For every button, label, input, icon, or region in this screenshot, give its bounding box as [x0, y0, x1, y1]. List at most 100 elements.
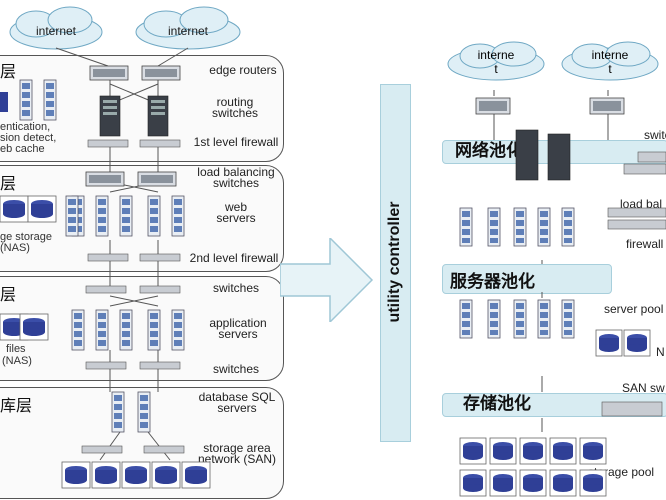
right-internet-label-1: interne t — [477, 48, 515, 76]
switch-device — [637, 151, 666, 163]
san-disk — [91, 461, 121, 489]
files-disk — [19, 313, 49, 341]
app-server — [119, 309, 133, 351]
layer-label-2: 层 — [0, 176, 17, 193]
switch — [139, 361, 181, 370]
web-server — [119, 195, 133, 237]
web-servers-label: web servers — [216, 200, 256, 225]
storage-disk — [459, 469, 487, 497]
layer-label-4: 库层 — [0, 398, 33, 415]
security-text-1: entication, — [0, 121, 51, 133]
pool-server — [459, 299, 473, 339]
load-balancer — [85, 171, 125, 187]
pool-server — [537, 207, 551, 247]
right-internet-label-2: interne t — [591, 48, 629, 76]
internet-label-1: internet — [35, 24, 77, 38]
db-server — [111, 391, 125, 433]
right-internet-clouds — [447, 41, 659, 81]
application-servers-label: application servers — [209, 316, 267, 341]
nas-disk — [27, 195, 57, 223]
first-firewall-label: 1st level firewall — [193, 135, 279, 149]
load-balancer-label: load bal — [620, 197, 663, 211]
nas-text: N — [656, 345, 665, 359]
storage-text-1: ge storage — [0, 231, 52, 243]
firewall — [87, 139, 129, 148]
right-connection-lines — [493, 90, 609, 432]
cloud-icon — [561, 41, 659, 81]
firewall-device — [607, 207, 666, 218]
nas-server — [65, 195, 79, 237]
left-internet-clouds — [9, 6, 241, 50]
nas-disk — [0, 195, 29, 223]
san-switch — [143, 445, 185, 454]
san-switch-text: SAN sw — [622, 381, 665, 395]
layer-label-3: 层 — [0, 287, 17, 304]
switch — [139, 285, 181, 294]
nas-disk — [623, 329, 651, 357]
db-server — [137, 391, 151, 433]
pool-server — [487, 207, 501, 247]
san-disk — [181, 461, 211, 489]
switch-device — [623, 163, 666, 175]
firewall-label: firewall — [626, 237, 664, 251]
routing-switch — [147, 95, 169, 137]
storage-disk — [579, 469, 607, 497]
security-server — [43, 79, 57, 121]
switches-bottom-label: switches — [212, 362, 259, 376]
second-firewall-label: 2nd level firewall — [189, 251, 279, 265]
security-server — [19, 79, 33, 121]
edge-router — [89, 65, 129, 81]
load-balancing-label: load balancing switches — [197, 165, 275, 190]
switch — [85, 361, 127, 370]
storage-disk — [519, 469, 547, 497]
left-devices — [0, 47, 211, 489]
storage-text-2: (NAS) — [0, 242, 30, 254]
files-text-2: (NAS) — [2, 355, 32, 367]
web-server — [95, 195, 109, 237]
firewall — [87, 253, 129, 262]
utility-controller-bar — [380, 84, 411, 442]
storage-disk — [489, 437, 517, 465]
switch — [85, 285, 127, 294]
app-server — [71, 309, 85, 351]
app-server — [171, 309, 185, 351]
cloud-icon — [447, 41, 545, 81]
network-tower — [547, 133, 571, 181]
network-pool-label: 网络池化 — [455, 141, 523, 161]
files-text-1: files — [6, 343, 26, 355]
routing-switch — [99, 95, 121, 137]
right-devices — [459, 90, 666, 497]
internet-router — [589, 97, 625, 115]
pool-server — [513, 207, 527, 247]
layer-label-1: 层 — [0, 64, 17, 81]
pool-server — [537, 299, 551, 339]
pool-server — [459, 207, 473, 247]
storage-disk — [579, 437, 607, 465]
web-server — [171, 195, 185, 237]
san-label: storage area network (SAN) — [197, 441, 277, 466]
switch-label: switc — [644, 128, 666, 142]
switches-top-label: switches — [212, 281, 259, 295]
san-switch — [81, 445, 123, 454]
server-pool-text: server pool — [604, 302, 664, 316]
san-disk — [61, 461, 91, 489]
utility-controller-label: utility controller — [385, 201, 403, 323]
app-server — [95, 309, 109, 351]
pool-server — [487, 299, 501, 339]
network-tower — [515, 129, 539, 181]
edge-router — [141, 65, 181, 81]
storage-disk — [489, 469, 517, 497]
san-switch-device — [601, 401, 663, 417]
database-label: database SQL servers — [198, 390, 276, 415]
san-disk — [121, 461, 151, 489]
cloud-icon — [135, 6, 241, 50]
app-server — [147, 309, 161, 351]
pool-server — [513, 299, 527, 339]
firewall-device — [607, 219, 666, 230]
storage-disk — [459, 437, 487, 465]
server-pool-bar — [442, 264, 612, 294]
pool-server — [561, 207, 575, 247]
storage-disk — [549, 469, 577, 497]
transform-arrow-icon — [280, 238, 374, 322]
storage-pool-label: 存储池化 — [463, 394, 531, 414]
